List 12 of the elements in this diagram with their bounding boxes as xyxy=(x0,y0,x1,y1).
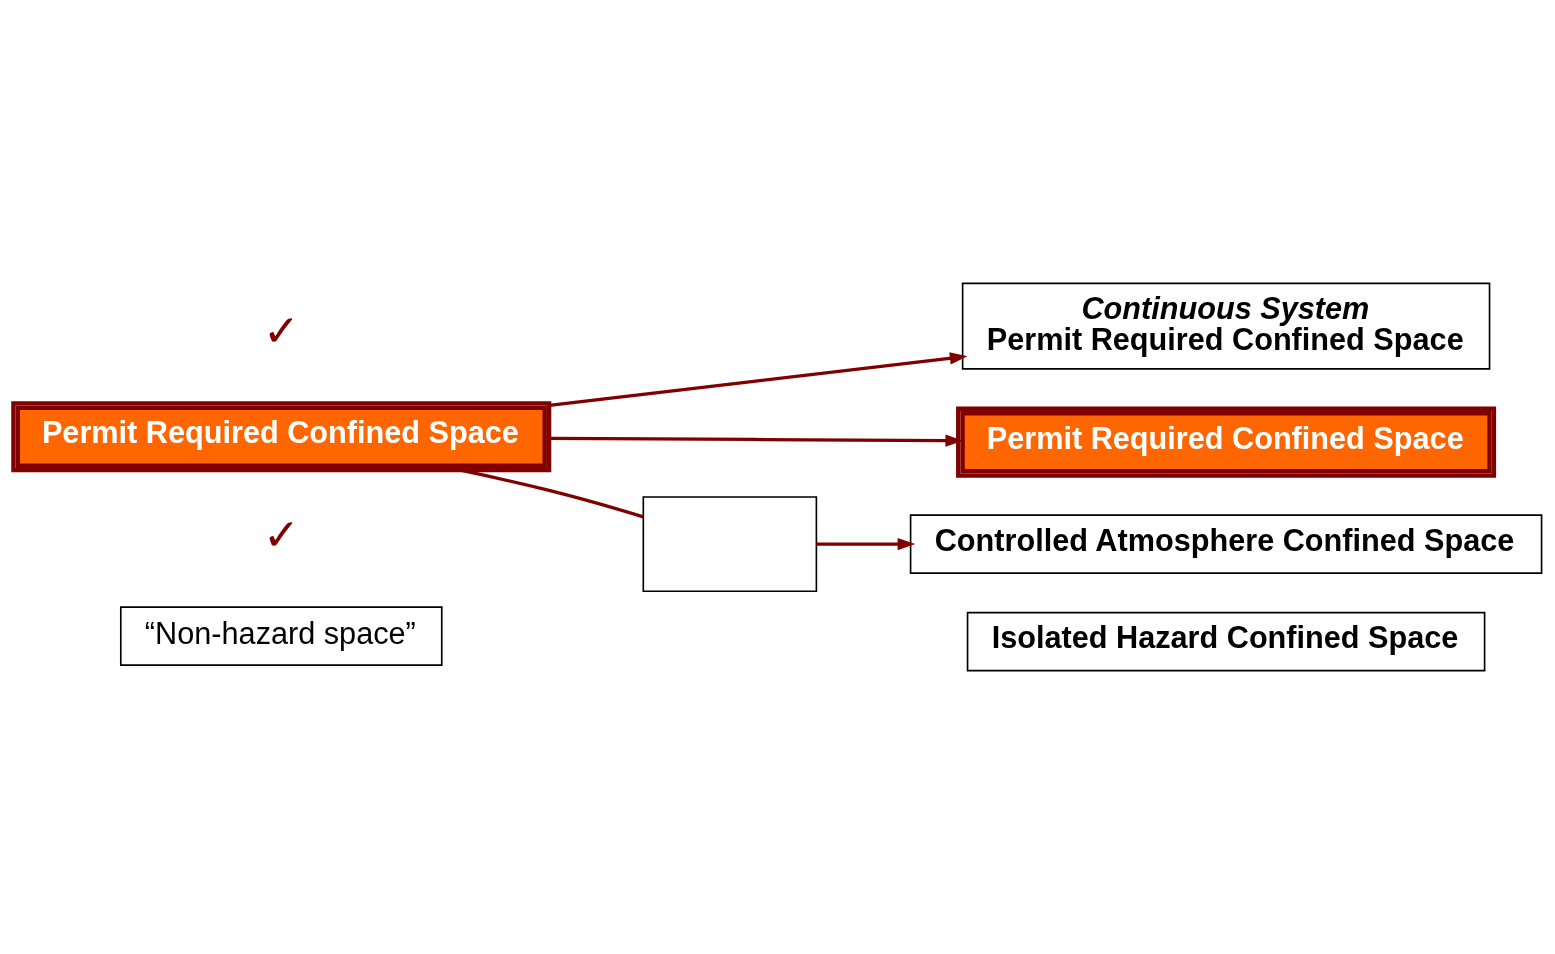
arrow xyxy=(549,434,963,447)
label: ✓ xyxy=(262,509,300,559)
node-box: Permit Required Confined Space xyxy=(11,401,552,473)
arrow xyxy=(816,537,916,551)
node-box: Permit Required Confined Space xyxy=(956,406,1497,478)
arrow xyxy=(549,352,968,408)
node-box: “Non-hazard space” xyxy=(119,606,443,666)
node-box: Continuous System Permit Required Confined Space xyxy=(961,282,1491,370)
node-box: Isolated Hazard Confined Space xyxy=(966,611,1486,672)
node-box: Controlled Atmosphere Confined Space xyxy=(909,514,1543,574)
node-box xyxy=(642,496,818,593)
label: ✓ xyxy=(262,305,300,355)
